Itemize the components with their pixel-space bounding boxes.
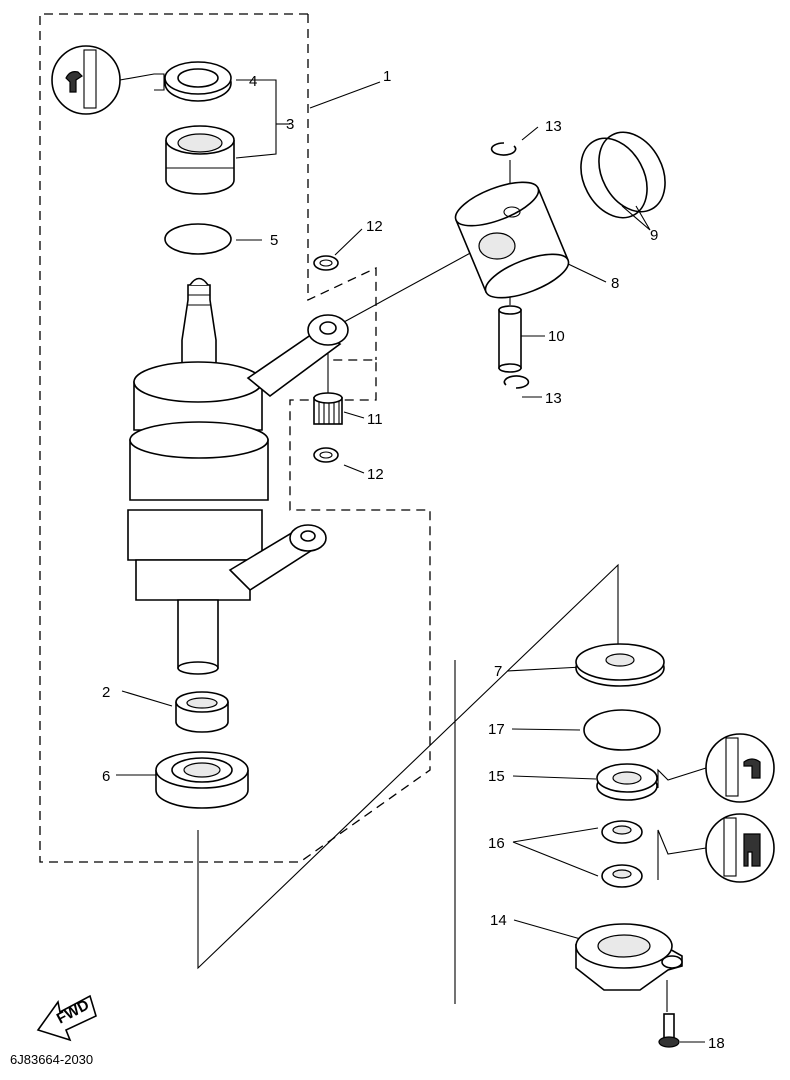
label-part-11: 11 [367,411,383,428]
grease-symbol-icon [51,45,165,115]
oil-seals-16 [601,820,643,888]
label-part-7: 7 [494,663,502,680]
grease-symbol-a-icon [657,813,775,883]
washer-12-bottom [313,447,339,463]
label-part-13-top: 13 [545,118,562,135]
label-part-8: 8 [611,275,619,292]
label-part-5: 5 [270,232,278,249]
diagram-code: 6J83664-2030 [10,1052,93,1067]
label-part-3: 3 [286,116,294,133]
housing-14 [575,923,683,991]
circlip-13-bottom [503,375,530,389]
label-part-15: 15 [488,768,505,785]
piston-pin-10 [498,305,522,373]
connecting-rod-upper [246,314,349,398]
washer-7 [575,643,665,687]
ball-bearing-6 [155,751,249,809]
label-part-12-bottom: 12 [367,466,384,483]
washer-12-top [313,255,339,271]
crankshaft-assembly-outline [39,13,431,863]
label-part-18: 18 [708,1035,725,1052]
piston-rings-9 [580,131,666,219]
fwd-arrow-icon: FWD [36,994,97,1042]
label-part-12-top: 12 [366,218,383,235]
washer-12-top-hole [319,259,333,267]
bearing-3 [165,125,235,195]
label-part-9: 9 [650,227,658,244]
label-part-14: 14 [490,912,507,929]
bolt-18 [658,1013,680,1048]
needle-bearing-11 [313,392,343,425]
grease-symbol-icon [657,733,775,803]
piston-8 [454,181,570,299]
washer-12-bottom-hole [319,451,333,459]
label-part-13-bottom: 13 [545,390,562,407]
oil-seal-4 [164,61,232,102]
leader-lines [116,79,705,1043]
o-ring-5 [164,223,232,255]
crankshaft [127,277,269,675]
label-part-4: 4 [249,73,257,90]
label-part-1: 1 [383,68,391,85]
o-ring-17 [583,709,661,751]
label-part-10: 10 [548,328,565,345]
oil-seal-15 [596,763,658,801]
connecting-rod-lower [228,524,327,592]
label-part-2: 2 [102,684,110,701]
circlip-13-top [490,142,517,156]
label-part-6: 6 [102,768,110,785]
bearing-2 [175,691,229,733]
label-part-17: 17 [488,721,505,738]
label-part-16: 16 [488,835,505,852]
